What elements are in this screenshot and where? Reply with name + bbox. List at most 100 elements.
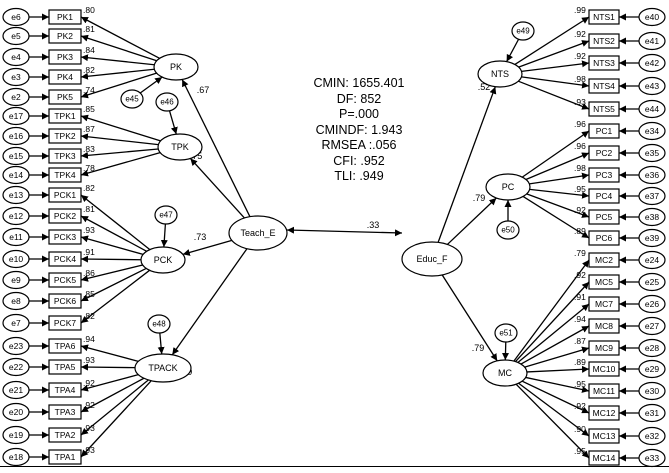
error-label-e34: e34 [645,126,659,136]
loading-arrow-tpk4 [80,151,161,177]
loading-value-pck5: .86 [83,268,95,278]
loading-arrow-mc10 [526,365,590,373]
error-label-e24: e24 [645,255,659,265]
loading-value-pck4: .91 [83,247,95,257]
correlation-value: .33 [367,220,380,230]
error-label-e25: e25 [645,277,659,287]
error-label-e30: e30 [645,386,659,396]
indicator-label-tpa5: TPA5 [55,362,76,372]
indicator-label-pck7: PCK7 [54,318,76,328]
disturbance-label-e45: e45 [125,95,139,104]
loading-arrow-mc2 [513,259,590,362]
factor-tpk [157,133,203,161]
error-label-e13: e13 [9,190,23,200]
loading-value-pck6: .85 [83,289,95,299]
path-teach-e-pck [182,239,233,256]
factor-teach-e [228,215,288,251]
loading-arrow-pck7 [80,269,150,324]
error-label-e36: e36 [645,170,659,180]
indicator-pck1 [48,187,82,203]
fit-cmin: CMIN: 1655.401 [313,76,405,90]
indicator-label-tpk4: TPK4 [54,170,76,180]
indicator-mc5 [588,274,620,290]
disturbance-e49 [511,21,535,41]
loading-arrow-nts4 [521,76,590,89]
bottom-border [0,466,669,467]
indicator-label-pc5: PC5 [596,212,613,222]
indicator-tpa2 [48,427,82,443]
indicator-label-pk4: PK4 [57,72,73,82]
loading-arrow-pck2 [80,215,148,252]
indicator-label-pc1: PC1 [596,126,613,136]
loading-value-pk2: .81 [83,24,95,34]
error-label-e43: e43 [645,81,659,91]
loading-arrow-pk5 [80,72,157,99]
indicator-tpa6 [48,338,82,354]
indicator-label-pck5: PCK5 [54,275,76,285]
error-e28 [638,338,666,358]
loading-arrow-pck3 [80,235,144,256]
loading-arrow-pck1 [80,194,151,251]
loading-value-pc6: .89 [574,226,586,236]
indicator-label-mc8: MC8 [595,321,613,331]
error-label-e32: e32 [645,431,659,441]
indicator-pc6 [588,230,620,246]
loading-arrow-pk4 [80,68,155,80]
loading-value-mc12: .92 [574,401,586,411]
indicator-mc7 [588,296,620,312]
factor-label-educ-f: Educ_F [416,254,448,264]
fit-cmindf: CMINDF: 1.943 [315,122,403,137]
error-label-e42: e42 [645,58,659,68]
indicator-tpk3 [48,148,82,164]
factor-label-teach-e: Teach_E [240,228,275,238]
indicator-label-mc11: MC11 [593,386,615,396]
error-e31 [638,403,666,423]
error-label-e41: e41 [645,36,659,46]
loading-arrow-tpk3 [80,148,159,159]
factor-educ-f [401,241,463,277]
indicator-nts3 [588,55,620,71]
disturbance-arrow-nts [506,38,520,62]
error-label-e19: e19 [9,430,23,440]
loading-pk: .67 [197,85,210,95]
indicator-pck2 [48,208,82,224]
disturbance-e45 [120,89,144,109]
disturbance-e51 [494,323,518,343]
path-teach-e-tpack [171,248,248,356]
loading-arrow-pc4 [529,188,590,199]
error-e42 [638,53,666,73]
loading-value-pck2: .81 [83,204,95,214]
indicator-label-pk3: PK3 [57,52,73,62]
error-label-e33: e33 [645,453,659,463]
indicator-label-nts5: NTS5 [593,104,615,114]
error-label-e12: e12 [9,211,23,221]
error-e30 [638,381,666,401]
loading-arrow-tpk1 [80,114,161,142]
error-e26 [638,294,666,314]
loading-arrow-mc12 [521,380,590,414]
loading-value-pc3: .98 [574,163,586,173]
error-label-e39: e39 [645,233,659,243]
indicator-pc4 [588,188,620,204]
error-e11 [2,227,30,247]
loading-arrow-pk1 [80,16,160,59]
fit-rmsea: RMSEA :.056 [321,138,397,152]
indicator-label-tpk2: TPK2 [54,131,76,141]
error-e25 [638,272,666,292]
error-label-e15: e15 [9,151,23,161]
indicator-tpk2 [48,128,82,144]
indicator-pk1 [48,9,82,25]
loading-arrow-nts2 [518,40,590,68]
error-e40 [638,7,666,27]
indicator-label-tpa2: TPA2 [55,430,76,440]
loading-value-pk5: .74 [83,85,95,95]
indicator-pck3 [48,229,82,245]
error-e16 [2,126,30,146]
error-e8 [2,291,30,311]
factor-label-nts: NTS [491,69,509,79]
indicator-nts1 [588,9,620,25]
error-label-e8: e8 [11,296,21,306]
indicator-mc14 [588,450,620,466]
disturbance-arrow-tpack [157,332,165,355]
